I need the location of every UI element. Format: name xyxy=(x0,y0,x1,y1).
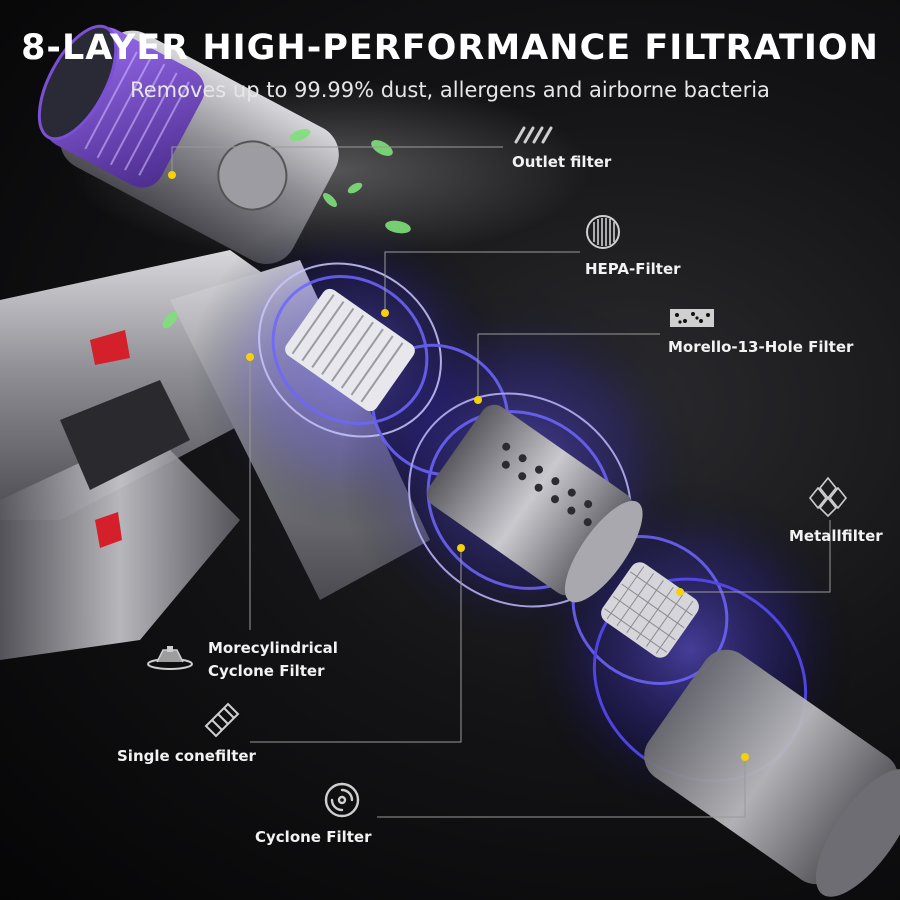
cone-filter-icon xyxy=(204,702,240,738)
hepa-grid-icon xyxy=(586,215,620,249)
slash-pattern-icon xyxy=(514,126,553,144)
diamond-mesh-icon xyxy=(808,476,848,518)
single-conefilter-label: Single conefilter xyxy=(117,747,256,765)
cyclone-cylinder xyxy=(427,404,643,603)
outlet-filter-label: Outlet filter xyxy=(512,153,612,171)
page-subtitle: Removes up to 99.99% dust, allergens and… xyxy=(130,78,770,102)
morecylindrical-line2: Cyclone Filter xyxy=(208,662,325,680)
morello-filter-label: Morello-13-Hole Filter xyxy=(668,338,854,356)
page-title: 8-LAYER HIGH-PERFORMANCE FILTRATION xyxy=(21,28,879,68)
metal-mesh xyxy=(601,562,699,658)
leaf-decorations xyxy=(162,128,411,329)
dust-bin xyxy=(644,649,900,897)
perforated-plate-icon xyxy=(670,309,714,327)
cyclone-cone-icon xyxy=(147,646,193,670)
hepa-filter-label: HEPA-Filter xyxy=(585,260,681,278)
leader-lines xyxy=(171,146,831,818)
metallfilter-label: Metallfilter xyxy=(789,527,883,545)
morecylindrical-line1: Morecylindrical xyxy=(208,639,338,657)
callout-dots xyxy=(168,171,749,761)
swirl-icon xyxy=(324,782,360,818)
hepa-element xyxy=(285,288,415,412)
cyclone-filter-label: Cyclone Filter xyxy=(255,828,372,846)
morecylindrical-label: Morecylindrical Cyclone Filter xyxy=(208,637,338,683)
